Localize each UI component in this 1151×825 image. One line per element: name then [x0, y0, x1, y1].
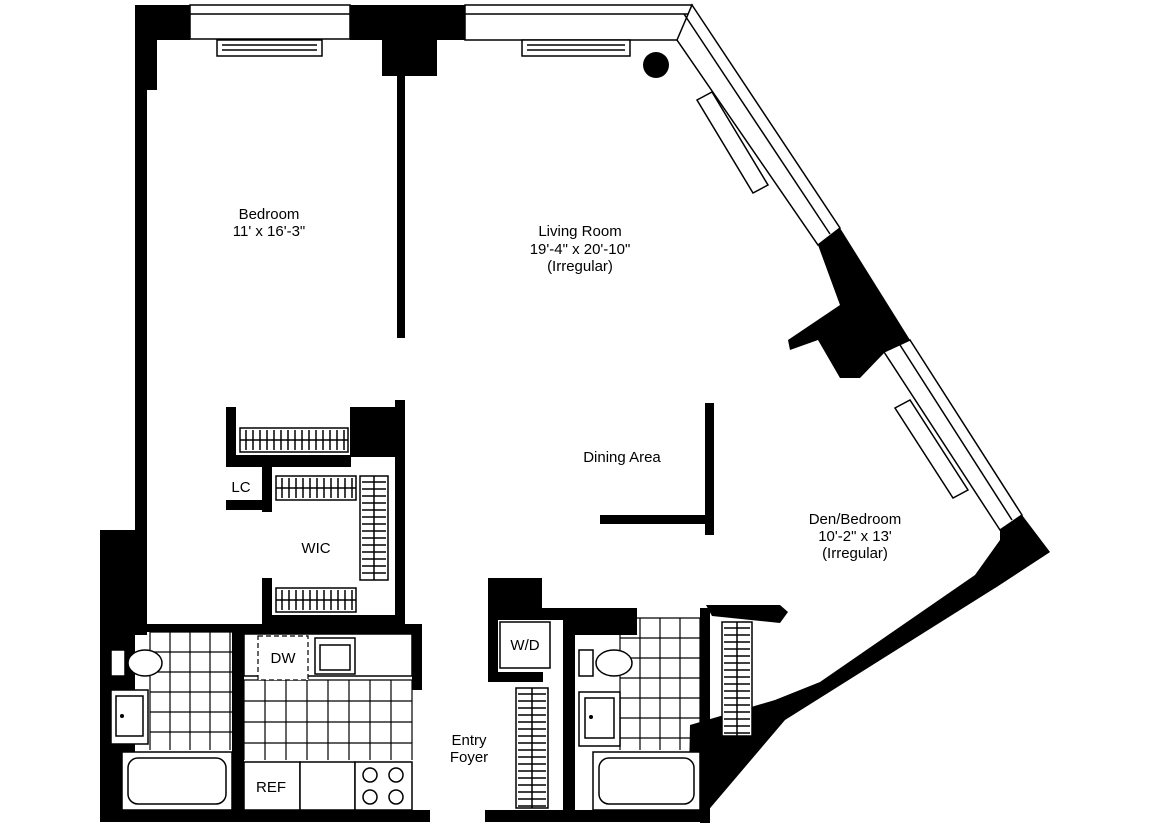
closet-shelving: [239, 427, 753, 809]
dishwasher-label: DW: [271, 650, 297, 667]
washer-dryer-label: W/D: [510, 637, 539, 654]
exterior-walls: [100, 3, 1050, 822]
bedroom-size: 11' x 16'-3": [233, 223, 305, 240]
room-labels: Bedroom 11' x 16'-3" Living Room 19'-4" …: [231, 206, 901, 766]
toilet-icon: [595, 649, 633, 677]
walk-in-closet-label: WIC: [301, 540, 330, 557]
living-room-note: (Irregular): [547, 258, 613, 275]
laundry: W/D: [499, 621, 551, 669]
linen-closet-label: LC: [231, 479, 250, 496]
kitchen: DW REF: [243, 633, 413, 811]
entry-foyer-line1: Entry: [451, 732, 487, 749]
interior-walls: [147, 76, 788, 823]
radiators: [216, 39, 970, 499]
refrigerator-icon: [243, 761, 301, 811]
den-size: 10'-2" x 13': [818, 528, 892, 545]
living-room-size: 19'-4" x 20'-10": [530, 241, 631, 258]
dining-area-name: Dining Area: [583, 449, 661, 466]
dishwasher-icon: [257, 635, 309, 681]
den-name: Den/Bedroom: [809, 511, 902, 528]
bedroom-name: Bedroom: [239, 206, 300, 223]
washer-dryer-icon: [499, 621, 551, 669]
column-icon: [643, 52, 669, 78]
den-note: (Irregular): [822, 545, 888, 562]
refrigerator-label: REF: [256, 779, 286, 796]
entry-foyer-line2: Foyer: [450, 749, 488, 766]
toilet-icon: [127, 649, 163, 677]
right-bathroom: [578, 617, 701, 811]
left-bathroom: [110, 631, 233, 811]
stove-icon: [354, 761, 413, 811]
living-room-name: Living Room: [538, 223, 621, 240]
